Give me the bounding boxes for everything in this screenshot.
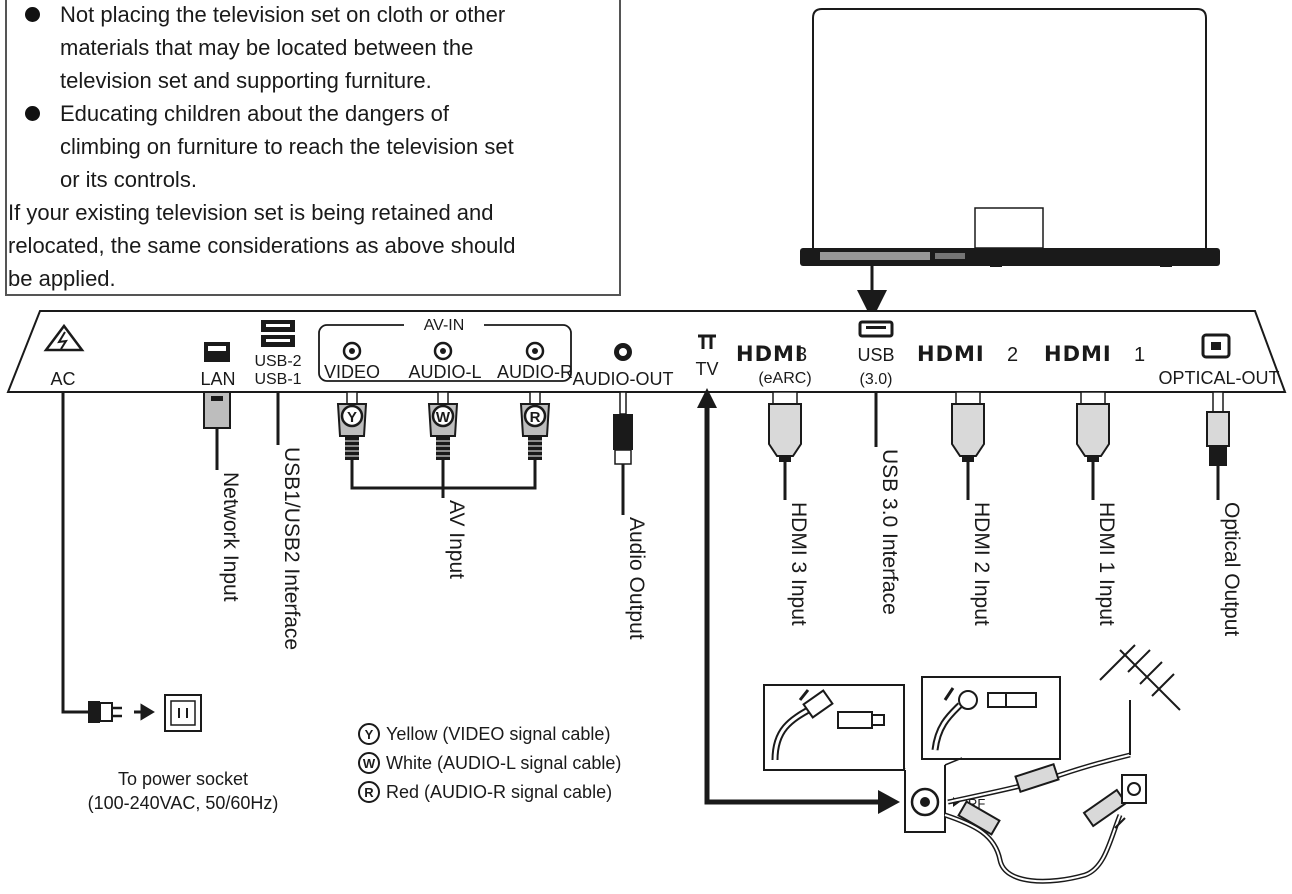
audio-l-label: AUDIO-L (408, 362, 481, 382)
tv-antenna-icon (1099, 644, 1181, 711)
legend-item: R Red (AUDIO-R signal cable) (358, 781, 612, 803)
legend-text: Yellow (VIDEO signal cable) (386, 724, 610, 744)
rca-plug: R (519, 391, 551, 460)
lan-cable (203, 391, 231, 470)
note-paragraph-line: relocated, the same considerations as ab… (8, 233, 516, 258)
usb1-label: USB-1 (254, 371, 301, 388)
audio-out-port: AUDIO-OUT (573, 343, 674, 389)
rca-letter: R (530, 409, 541, 426)
wall-antenna-socket: RF (763, 644, 1181, 884)
hdmi1-port: HDMI 1 (1044, 342, 1145, 366)
note-bullet-line: or its controls. (60, 167, 197, 192)
usb3-vertical-label: USB 3.0 Interface (878, 449, 901, 615)
legend-text: Red (AUDIO-R signal cable) (386, 782, 612, 802)
rca-plug: W (427, 391, 459, 460)
note-paragraph-line: be applied. (8, 266, 116, 291)
optical-out-port: OPTICAL-OUT (1158, 333, 1280, 388)
audio-out-label: AUDIO-OUT (573, 369, 674, 389)
ac-port: AC (43, 323, 85, 389)
audio-r-label: AUDIO-R (497, 362, 573, 382)
av-vertical-label: AV Input (445, 500, 468, 579)
power-line1: To power socket (118, 769, 248, 789)
hdmi-plug (768, 391, 802, 500)
note-bullet-line: Not placing the television set on cloth … (60, 2, 506, 27)
cable-legend: Y Yellow (VIDEO signal cable) W White (AUDI… (358, 723, 621, 803)
note-bullet-line: climbing on furniture to reach the telev… (60, 134, 514, 159)
rca-plug: Y (336, 391, 368, 460)
audio-cable (613, 391, 633, 515)
antenna-connection (697, 388, 900, 814)
antenna-icon (698, 334, 716, 349)
av-in-label: AV-IN (424, 317, 465, 334)
hdmi2-logo: HDMI (917, 342, 985, 366)
optical-out-label: OPTICAL-OUT (1158, 368, 1279, 388)
legend-text: White (AUDIO-L signal cable) (386, 753, 621, 773)
hdmi3-logo: HDMI (736, 342, 804, 366)
hdmi2-vertical-label: HDMI 2 Input (970, 502, 993, 626)
hdmi1-logo: HDMI (1044, 342, 1112, 366)
hdmi-plug (1076, 391, 1110, 500)
usb3-port: USB (3.0) (857, 320, 895, 388)
warning-icon (43, 323, 85, 352)
hdmi1-vertical-label: HDMI 1 Input (1095, 502, 1118, 626)
tv-rear-view (800, 8, 1220, 267)
rca-letter: Y (347, 409, 357, 426)
legend-letter: Y (365, 727, 374, 742)
legend-letter: R (364, 785, 374, 800)
note-bullet-line: television set and supporting furniture. (60, 68, 432, 93)
lan-icon (204, 342, 230, 362)
tv-antenna-port: TV (695, 334, 719, 379)
power-line2: (100-240VAC, 50/60Hz) (88, 793, 279, 813)
video-label: VIDEO (324, 362, 380, 382)
hdmi3-port: HDMI 3 (eARC) (736, 342, 812, 387)
hdmi3-number: 3 (796, 344, 807, 366)
hdmi3-vertical-label: HDMI 3 Input (787, 502, 810, 626)
usb2-label: USB-2 (254, 353, 301, 370)
legend-letter: W (363, 756, 376, 771)
power-cable (61, 392, 202, 732)
note-paragraph-line: If your existing television set is being… (8, 200, 494, 225)
network-vertical-label: Network Input (219, 472, 242, 602)
ac-label: AC (50, 369, 75, 389)
usb3-version: (3.0) (860, 371, 893, 388)
legend-item: W White (AUDIO-L signal cable) (358, 752, 621, 774)
lan-port: LAN (200, 342, 236, 389)
usb-ports: USB-2 USB-1 (254, 320, 302, 388)
bullet-dot (25, 7, 40, 22)
connector-panel (6, 310, 1287, 393)
safety-note-box (5, 0, 621, 296)
av-in-group: AV-IN VIDEO AUDIO-L AUDIO-R (318, 316, 573, 382)
hdmi1-number: 1 (1134, 344, 1145, 366)
usb3-label: USB (857, 345, 894, 365)
optical-vertical-label: Optical Output (1220, 502, 1243, 636)
rca-letter: W (436, 409, 451, 426)
vertical-labels: Network Input USB1/USB2 Interface AV Input… (219, 447, 1243, 650)
usb3-icon (858, 320, 894, 338)
bullet-dot (25, 106, 40, 121)
legend-item: Y Yellow (VIDEO signal cable) (358, 723, 610, 745)
optical-icon (1201, 333, 1231, 359)
hdmi2-port: HDMI 2 (917, 342, 1018, 366)
note-bullet-line: Educating children about the dangers of (60, 101, 449, 126)
hdmi-cables (768, 391, 1110, 500)
earc-label: (eARC) (758, 370, 811, 387)
audio-vertical-label: Audio Output (625, 517, 648, 640)
note-bullet-line: materials that may be located between th… (60, 35, 474, 60)
hdmi-plug (951, 391, 985, 500)
usb-vertical-label: USB1/USB2 Interface (280, 447, 303, 650)
tv-label: TV (695, 359, 718, 379)
lan-label: LAN (200, 369, 235, 389)
hdmi2-number: 2 (1007, 344, 1018, 366)
optical-cable (1206, 391, 1230, 500)
